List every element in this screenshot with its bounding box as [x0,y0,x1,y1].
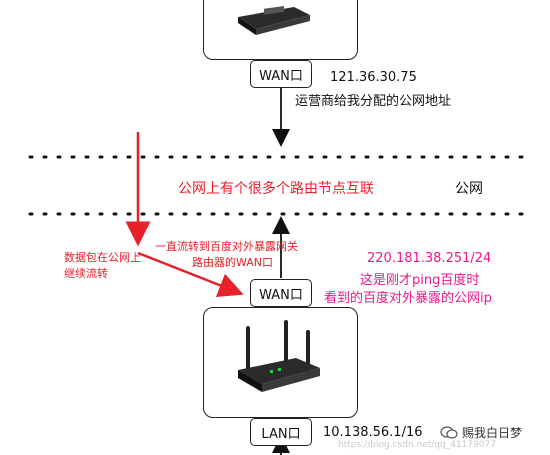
red-arrow-to-wan [137,251,244,298]
watermark-url: https://blog.csdn.net/qq_41179077 [338,440,497,450]
bottom-router-box [203,307,358,418]
top-public-ip: 121.36.30.75 [330,70,417,85]
left-note-line1: 数据包在公网上 [64,251,141,264]
left-note-line2: 继续流转 [64,267,108,280]
mid-note-line2: 路由器的WAN口 [192,256,274,269]
bottom-wan-port: WAN口 [250,279,312,307]
watermark-logo: 赐我白日梦 [440,424,522,441]
public-network-label: 公网 [455,181,483,197]
chat-bubble-icon [440,425,458,439]
router-icon [238,320,320,392]
top-wan-port-label: WAN口 [259,68,303,84]
lan-port: LAN口 [250,418,312,446]
lan-ip: 10.138.56.1/16 [323,425,423,440]
lan-port-label: LAN口 [261,426,301,442]
baidu-public-ip: 220.181.38.251/24 [367,251,492,266]
watermark-brand: 赐我白日梦 [462,426,523,440]
top-public-ip-desc: 运营商给我分配的公网地址 [295,94,452,109]
public-network-title: 公网上有个很多个路由节点互联 [178,181,374,197]
mid-note-line1: 一直流转到百度对外暴露网关 [155,240,298,253]
baidu-ip-note-line2: 看到的百度对外暴露的公网ip [324,291,492,306]
router-icon [238,5,310,35]
baidu-ip-note-line1: 这是刚才ping百度时 [360,273,480,288]
bottom-wan-port-label: WAN口 [259,287,303,303]
top-wan-port: WAN口 [250,60,312,88]
top-router-box [203,0,358,60]
